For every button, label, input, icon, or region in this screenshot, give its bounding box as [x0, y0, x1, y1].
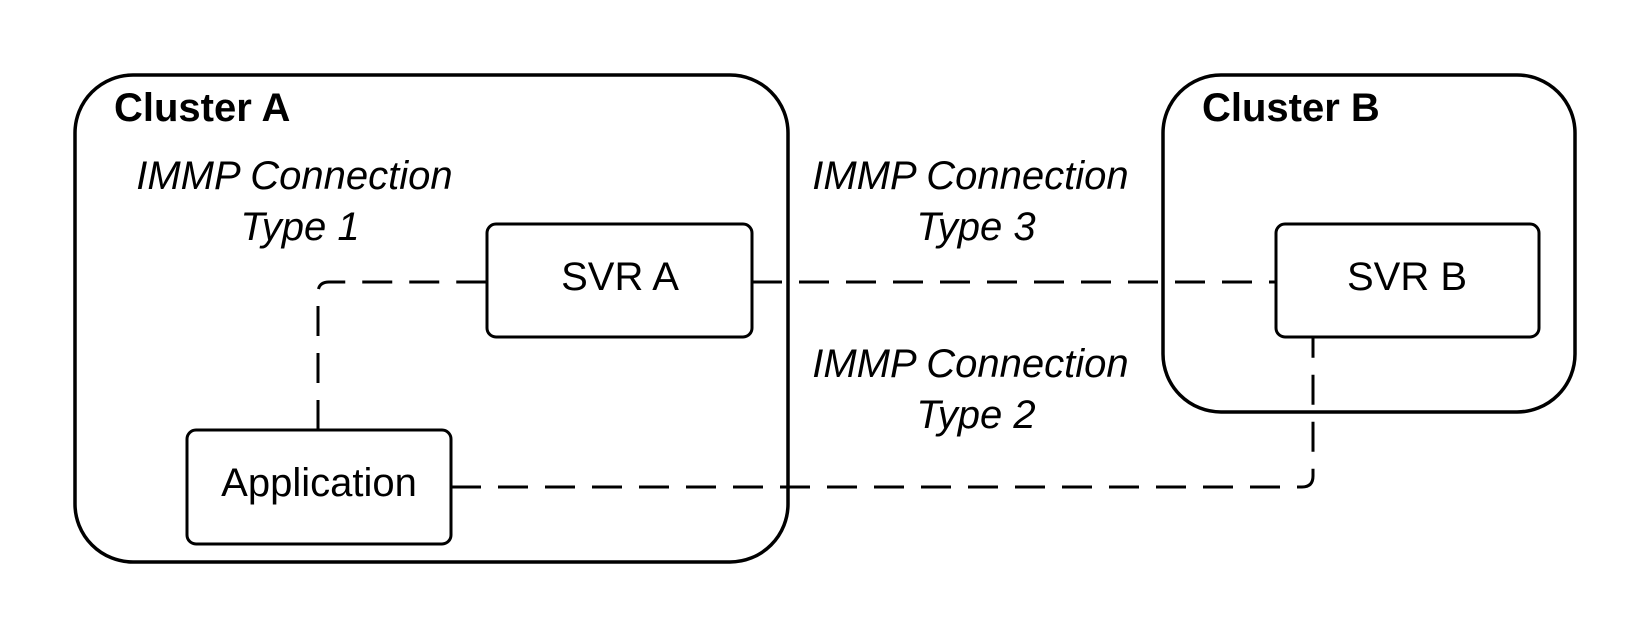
svr-a-box — [485, 222, 754, 339]
cluster-a-title: Cluster A — [114, 86, 290, 130]
connection-type-1-label-line1: IMMP Connection — [136, 154, 452, 198]
connection-type-2-line — [451, 338, 1315, 489]
connection-type-2-label-line1: IMMP Connection — [812, 342, 1128, 386]
connection-type-1-line — [316, 280, 487, 430]
application-box — [185, 428, 453, 546]
cluster-b-title: Cluster B — [1202, 86, 1380, 130]
connection-type-1-label-line2: Type 1 — [240, 205, 359, 249]
svr-b-box — [1274, 222, 1541, 339]
svr-b-label: SVR B — [1347, 255, 1467, 299]
svr-a-label: SVR A — [561, 255, 679, 299]
connection-type-3-label-line1: IMMP Connection — [812, 154, 1128, 198]
application-label: Application — [221, 461, 417, 505]
connection-type-3-label-line2: Type 3 — [916, 205, 1035, 249]
connection-type-2-label: IMMP Connection Type 2 — [812, 342, 1140, 437]
connection-type-1-label: IMMP Connection Type 1 — [136, 154, 464, 249]
connection-type-3-label: IMMP Connection Type 3 — [812, 154, 1140, 249]
connection-type-2-label-line2: Type 2 — [916, 393, 1035, 437]
